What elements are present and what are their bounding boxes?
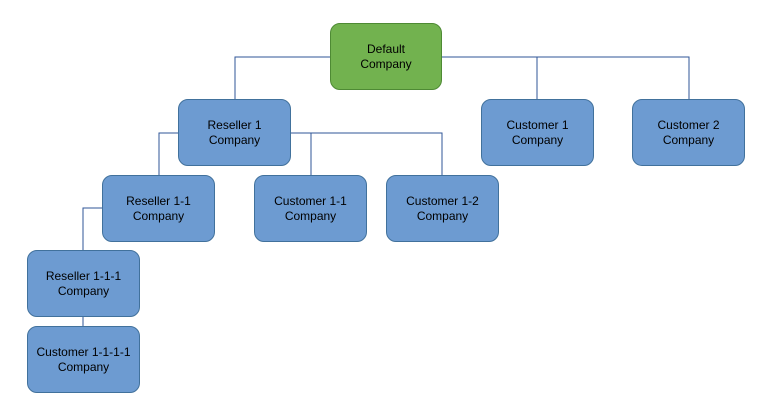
- node-label-line1: Customer 2: [657, 117, 720, 132]
- node-label-line2: Company: [208, 132, 261, 147]
- node-customer-1-company[interactable]: Customer 1 Company: [481, 99, 594, 166]
- node-label-line2: Company: [360, 56, 412, 71]
- node-customer-1-2-company[interactable]: Customer 1-2 Company: [386, 175, 499, 242]
- edge-reseller-1-to-reseller-1-1: [158, 132, 178, 175]
- edge-reseller-1-to-customer-1-1: [291, 132, 312, 175]
- node-label-line1: Customer 1-1-1-1: [36, 344, 131, 359]
- edge-default-to-reseller-1: [234, 56, 330, 99]
- node-label-line1: Reseller 1-1: [126, 193, 191, 208]
- node-reseller-1-1-company[interactable]: Reseller 1-1 Company: [102, 175, 215, 242]
- edge-reseller-1-to-customer-1-2: [291, 132, 443, 175]
- node-label-line2: Company: [662, 132, 715, 147]
- node-label-line1: Reseller 1: [207, 117, 262, 132]
- node-label-line2: Company: [416, 208, 469, 223]
- node-label-line2: Company: [284, 208, 337, 223]
- node-label-line1: Reseller 1-1-1: [45, 268, 122, 283]
- node-label-line2: Company: [132, 208, 185, 223]
- edge-reseller-1-1-to-reseller-1-1-1: [82, 207, 102, 250]
- node-label-line1: Customer 1-2: [406, 193, 479, 208]
- node-label-line2: Company: [511, 132, 564, 147]
- node-label-line1: Customer 1: [506, 117, 569, 132]
- node-label-line2: Company: [57, 283, 110, 298]
- node-reseller-1-1-1-company[interactable]: Reseller 1-1-1 Company: [27, 250, 140, 317]
- node-label-line1: Default: [366, 41, 406, 56]
- node-customer-1-1-company[interactable]: Customer 1-1 Company: [254, 175, 367, 242]
- node-label-line2: Company: [57, 359, 110, 374]
- node-customer-1-1-1-1-company[interactable]: Customer 1-1-1-1 Company: [27, 326, 140, 393]
- node-label-line1: Customer 1-1: [274, 193, 347, 208]
- node-reseller-1-company[interactable]: Reseller 1 Company: [178, 99, 291, 166]
- node-customer-2-company[interactable]: Customer 2 Company: [632, 99, 745, 166]
- edge-default-to-customer-1-2: [442, 56, 690, 99]
- node-default-company[interactable]: Default Company: [330, 23, 442, 90]
